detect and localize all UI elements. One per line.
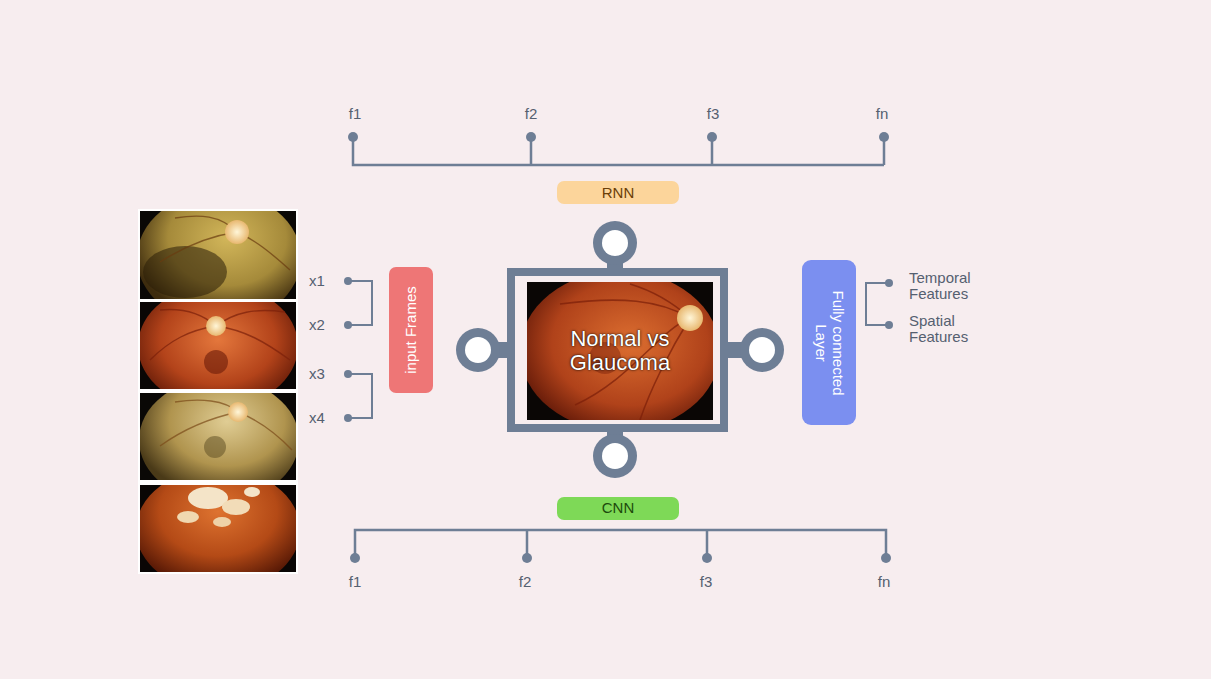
dot bbox=[881, 553, 891, 563]
feature-label: x3 bbox=[309, 366, 325, 382]
feature-label: f3 bbox=[700, 574, 713, 590]
retina bbox=[527, 282, 713, 420]
dot bbox=[350, 553, 360, 563]
feature-label: x2 bbox=[309, 317, 325, 333]
dot bbox=[879, 132, 889, 142]
dot bbox=[707, 132, 717, 142]
dot bbox=[344, 321, 352, 329]
text-block: Normal vs Glaucoma bbox=[535, 327, 705, 375]
feature-bracket bbox=[353, 137, 884, 165]
frame-knobs bbox=[456, 221, 784, 478]
fundus-image bbox=[140, 211, 296, 299]
feature-dots bbox=[348, 132, 889, 142]
node-text: Fully connected Layer bbox=[813, 284, 846, 402]
knob-hole bbox=[602, 443, 628, 469]
feature-bracket bbox=[355, 530, 886, 558]
retina bbox=[140, 485, 296, 572]
feature-label: f1 bbox=[349, 574, 362, 590]
feature-label: f2 bbox=[519, 574, 532, 590]
dot bbox=[344, 414, 352, 422]
shadow bbox=[143, 246, 227, 298]
output-bracket bbox=[866, 283, 889, 325]
output-dots bbox=[885, 279, 893, 329]
central-fundus-image bbox=[527, 282, 713, 420]
feature-label: f2 bbox=[525, 106, 538, 122]
fundus-image bbox=[140, 302, 296, 389]
vessels bbox=[160, 216, 290, 270]
macula bbox=[204, 350, 228, 374]
feature-label: f1 bbox=[349, 106, 362, 122]
rnn-pill: RNN bbox=[557, 181, 679, 204]
node-text: RNN bbox=[602, 184, 635, 201]
feature-label: fn bbox=[876, 106, 889, 122]
retina bbox=[140, 393, 296, 480]
fundus-image bbox=[140, 485, 296, 572]
vessels bbox=[160, 400, 292, 450]
node-text: Normal vs Glaucoma bbox=[535, 327, 705, 375]
output-label: Spatial Features bbox=[909, 313, 1004, 345]
dot bbox=[344, 370, 352, 378]
dot bbox=[885, 279, 893, 287]
knob bbox=[593, 434, 637, 478]
knob bbox=[593, 221, 637, 265]
optic-disc bbox=[228, 402, 248, 422]
text-block: Fully connected Layer bbox=[813, 284, 846, 402]
knob bbox=[740, 328, 784, 372]
retina bbox=[140, 302, 296, 389]
input-frames-pill: input Frames bbox=[389, 267, 433, 393]
knob bbox=[456, 328, 500, 372]
output-label: Temporal Features bbox=[909, 270, 1004, 302]
knob-hole bbox=[465, 337, 491, 363]
lesion bbox=[213, 517, 231, 527]
feature-label: fn bbox=[878, 574, 891, 590]
optic-disc bbox=[677, 305, 703, 331]
text-block: RNN bbox=[602, 184, 635, 201]
macula bbox=[204, 436, 226, 458]
retina bbox=[140, 211, 296, 299]
knob-hole bbox=[602, 230, 628, 256]
dot bbox=[344, 277, 352, 285]
optic-disc bbox=[225, 220, 249, 244]
frame-bracket bbox=[348, 281, 372, 418]
frame-dots bbox=[344, 277, 352, 422]
dot bbox=[702, 553, 712, 563]
dot bbox=[885, 321, 893, 329]
lesion bbox=[177, 511, 199, 523]
node-text: CNN bbox=[602, 500, 635, 517]
node-text: input Frames bbox=[403, 286, 420, 374]
lesion bbox=[244, 487, 260, 497]
feature-label: x1 bbox=[309, 273, 325, 289]
classifier-box: Normal vs Glaucoma bbox=[526, 282, 714, 420]
feature-dots bbox=[350, 553, 891, 563]
text-block: input Frames bbox=[403, 286, 420, 374]
knob-hole bbox=[749, 337, 775, 363]
feature-label: f3 bbox=[707, 106, 720, 122]
fundus-image bbox=[140, 393, 296, 480]
vessels bbox=[150, 310, 290, 360]
lesion bbox=[222, 499, 250, 515]
fully-connected-pill: Fully connected Layer bbox=[802, 260, 856, 425]
cnn-pill: CNN bbox=[557, 497, 679, 520]
dot bbox=[526, 132, 536, 142]
feature-label: x4 bbox=[309, 410, 325, 426]
optic-disc bbox=[206, 316, 226, 336]
dot bbox=[348, 132, 358, 142]
knob-holes bbox=[465, 230, 775, 469]
lesion bbox=[188, 487, 228, 509]
text-block: CNN bbox=[602, 500, 635, 517]
dot bbox=[522, 553, 532, 563]
